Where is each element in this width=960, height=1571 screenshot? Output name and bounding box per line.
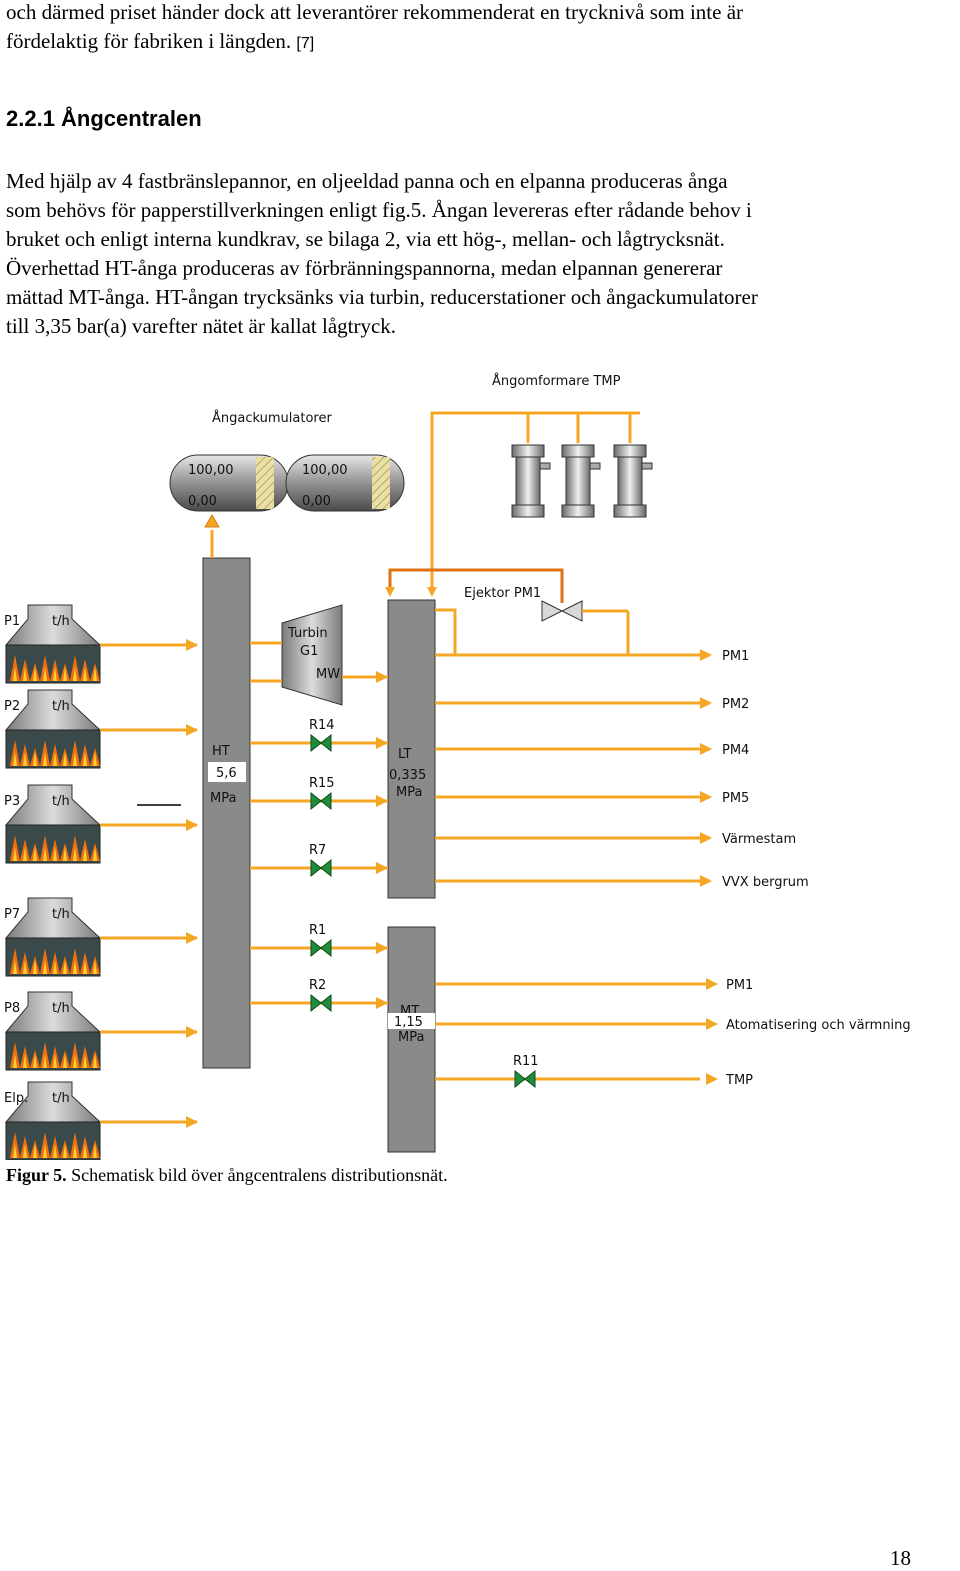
accumulator-2-top-value: 100,00 — [302, 463, 348, 478]
boiler-3: P3 t/h — [4, 784, 198, 864]
lt-label: LT — [398, 747, 411, 762]
consumer-label: PM1 — [726, 978, 753, 993]
ht-unit: MPa — [210, 791, 236, 806]
intro-line-2-text: fördelaktig för fabriken i längden. — [6, 29, 292, 53]
boiler-name: P3 — [4, 794, 20, 809]
body-line-3: bruket och enligt interna kundkrav, se b… — [6, 227, 725, 251]
mt-value: 1,15 — [394, 1015, 423, 1030]
consumer-label: Värmestam — [722, 832, 796, 847]
boiler-4: P7 t/h — [4, 897, 198, 977]
valve-label: R1 — [309, 923, 326, 938]
boiler-name: Elp. — [4, 1091, 28, 1106]
boiler-unit: t/h — [52, 794, 70, 809]
valve-r1: R1 — [250, 923, 388, 958]
turbine-g1: Turbin G1 MW — [281, 604, 343, 706]
boiler-1: P1 t/h — [4, 604, 198, 684]
valve-r11: R11 — [435, 1054, 700, 1089]
consumer-label: VVX bergrum — [722, 875, 809, 890]
boiler-name: P2 — [4, 699, 20, 714]
body-line-2: som behövs för papperstillverkningen enl… — [6, 198, 752, 222]
valve-label: R15 — [309, 776, 335, 791]
turbine-line-1: Turbin — [287, 626, 328, 641]
section-heading: 2.2.1 Ångcentralen — [6, 106, 202, 131]
boiler-2: P2 t/h — [4, 689, 198, 769]
boiler-unit: t/h — [52, 614, 70, 629]
figure-caption: Figur 5. Schematisk bild över ångcentral… — [6, 1165, 448, 1186]
boiler-unit: t/h — [52, 699, 70, 714]
intro-line-2: fördelaktig för fabriken i längden. [7] — [6, 27, 314, 58]
converters-label: Ångomformare TMP — [492, 373, 621, 389]
accumulator-tank-1: 100,00 0,00 — [169, 454, 289, 512]
accumulator-2-bottom-value: 0,00 — [302, 494, 331, 509]
lt-consumer-2: PM2 — [435, 697, 749, 712]
mt-header — [387, 926, 436, 1153]
boiler-6: Elp. t/h — [4, 1081, 198, 1160]
reference: [7] — [296, 35, 315, 52]
body-line-5: mättad MT-ånga. HT-ångan trycksänks via … — [6, 285, 758, 309]
ht-header — [202, 557, 251, 1069]
accumulator-1-top-value: 100,00 — [188, 463, 234, 478]
lt-header — [387, 599, 436, 899]
body-line-4: Överhettad HT-ånga produceras av förbrän… — [6, 256, 723, 280]
turbine-line-3: MW — [316, 667, 340, 682]
ejector-label: Ejektor PM1 — [464, 586, 541, 601]
boiler-unit: t/h — [52, 907, 70, 922]
consumer-label: Atomatisering och värmning — [726, 1018, 911, 1033]
steam-converter-2 — [561, 444, 601, 518]
accumulator-1-bottom-value: 0,00 — [188, 494, 217, 509]
lt-unit: MPa — [396, 785, 422, 800]
boiler-5: P8 t/h — [4, 991, 198, 1071]
mt-consumer-2: Atomatisering och värmning — [435, 1018, 911, 1033]
boiler-unit: t/h — [52, 1091, 70, 1106]
consumer-label: PM4 — [722, 743, 749, 758]
lt-consumer-6: VVX bergrum — [435, 875, 809, 890]
accumulator-arrow-up — [204, 514, 220, 528]
valve-r14: R14 — [250, 718, 388, 753]
lt-consumer-4: PM5 — [435, 791, 749, 806]
flow-arrow — [186, 932, 198, 944]
valve-label: R11 — [513, 1054, 539, 1069]
boiler-name: P7 — [4, 907, 20, 922]
ht-label: HT — [212, 744, 230, 759]
flow-arrow — [186, 1116, 198, 1128]
consumer-label: PM2 — [722, 697, 749, 712]
mt-consumer-1: PM1 — [435, 978, 753, 993]
intro-line-1: och därmed priset händer dock att levera… — [6, 0, 744, 24]
caption-label: Figur 5. — [6, 1165, 67, 1185]
valve-r7: R7 — [250, 843, 388, 878]
mt-unit: MPa — [398, 1030, 424, 1045]
flow-arrow — [186, 1026, 198, 1038]
consumer-label: PM5 — [722, 791, 749, 806]
ejector-valve-left — [541, 600, 564, 622]
steam-converter-1 — [511, 444, 551, 518]
consumer-label: PM1 — [722, 649, 749, 664]
flow-arrow — [186, 819, 198, 831]
flow-arrow — [186, 639, 198, 651]
body-line-1: Med hjälp av 4 fastbränslepannor, en olj… — [6, 169, 728, 193]
valve-r2: R2 — [250, 978, 388, 1013]
mt-consumer-3: TMP — [706, 1073, 753, 1088]
accumulators-label: Ångackumulatorer — [212, 410, 332, 426]
consumer-label: TMP — [725, 1073, 753, 1088]
boiler-name: P1 — [4, 614, 20, 629]
turbine-line-2: G1 — [300, 644, 318, 659]
flow-arrow — [186, 724, 198, 736]
steam-network-diagram: Ångackumulatorer 100,00 0,00 100,00 0,00… — [4, 373, 911, 1160]
lt-value: 0,335 — [389, 768, 426, 783]
page-number: 18 — [890, 1546, 911, 1570]
valve-label: R14 — [309, 718, 335, 733]
boiler-unit: t/h — [52, 1001, 70, 1016]
steam-converter-3 — [613, 444, 653, 518]
valve-label: R2 — [309, 978, 326, 993]
lt-consumer-3: PM4 — [435, 743, 749, 758]
ejector-valve-right — [560, 600, 583, 622]
accumulator-tank-2: 100,00 0,00 — [285, 454, 405, 512]
boiler-name: P8 — [4, 1001, 20, 1016]
caption-text: Schematisk bild över ångcentralens distr… — [71, 1165, 448, 1185]
body-line-6: till 3,35 bar(a) varefter nätet är kalla… — [6, 314, 397, 338]
valve-r15: R15 — [250, 776, 388, 811]
lt-consumer-5: Värmestam — [435, 832, 796, 847]
valve-label: R7 — [309, 843, 326, 858]
ht-value: 5,6 — [216, 766, 237, 781]
